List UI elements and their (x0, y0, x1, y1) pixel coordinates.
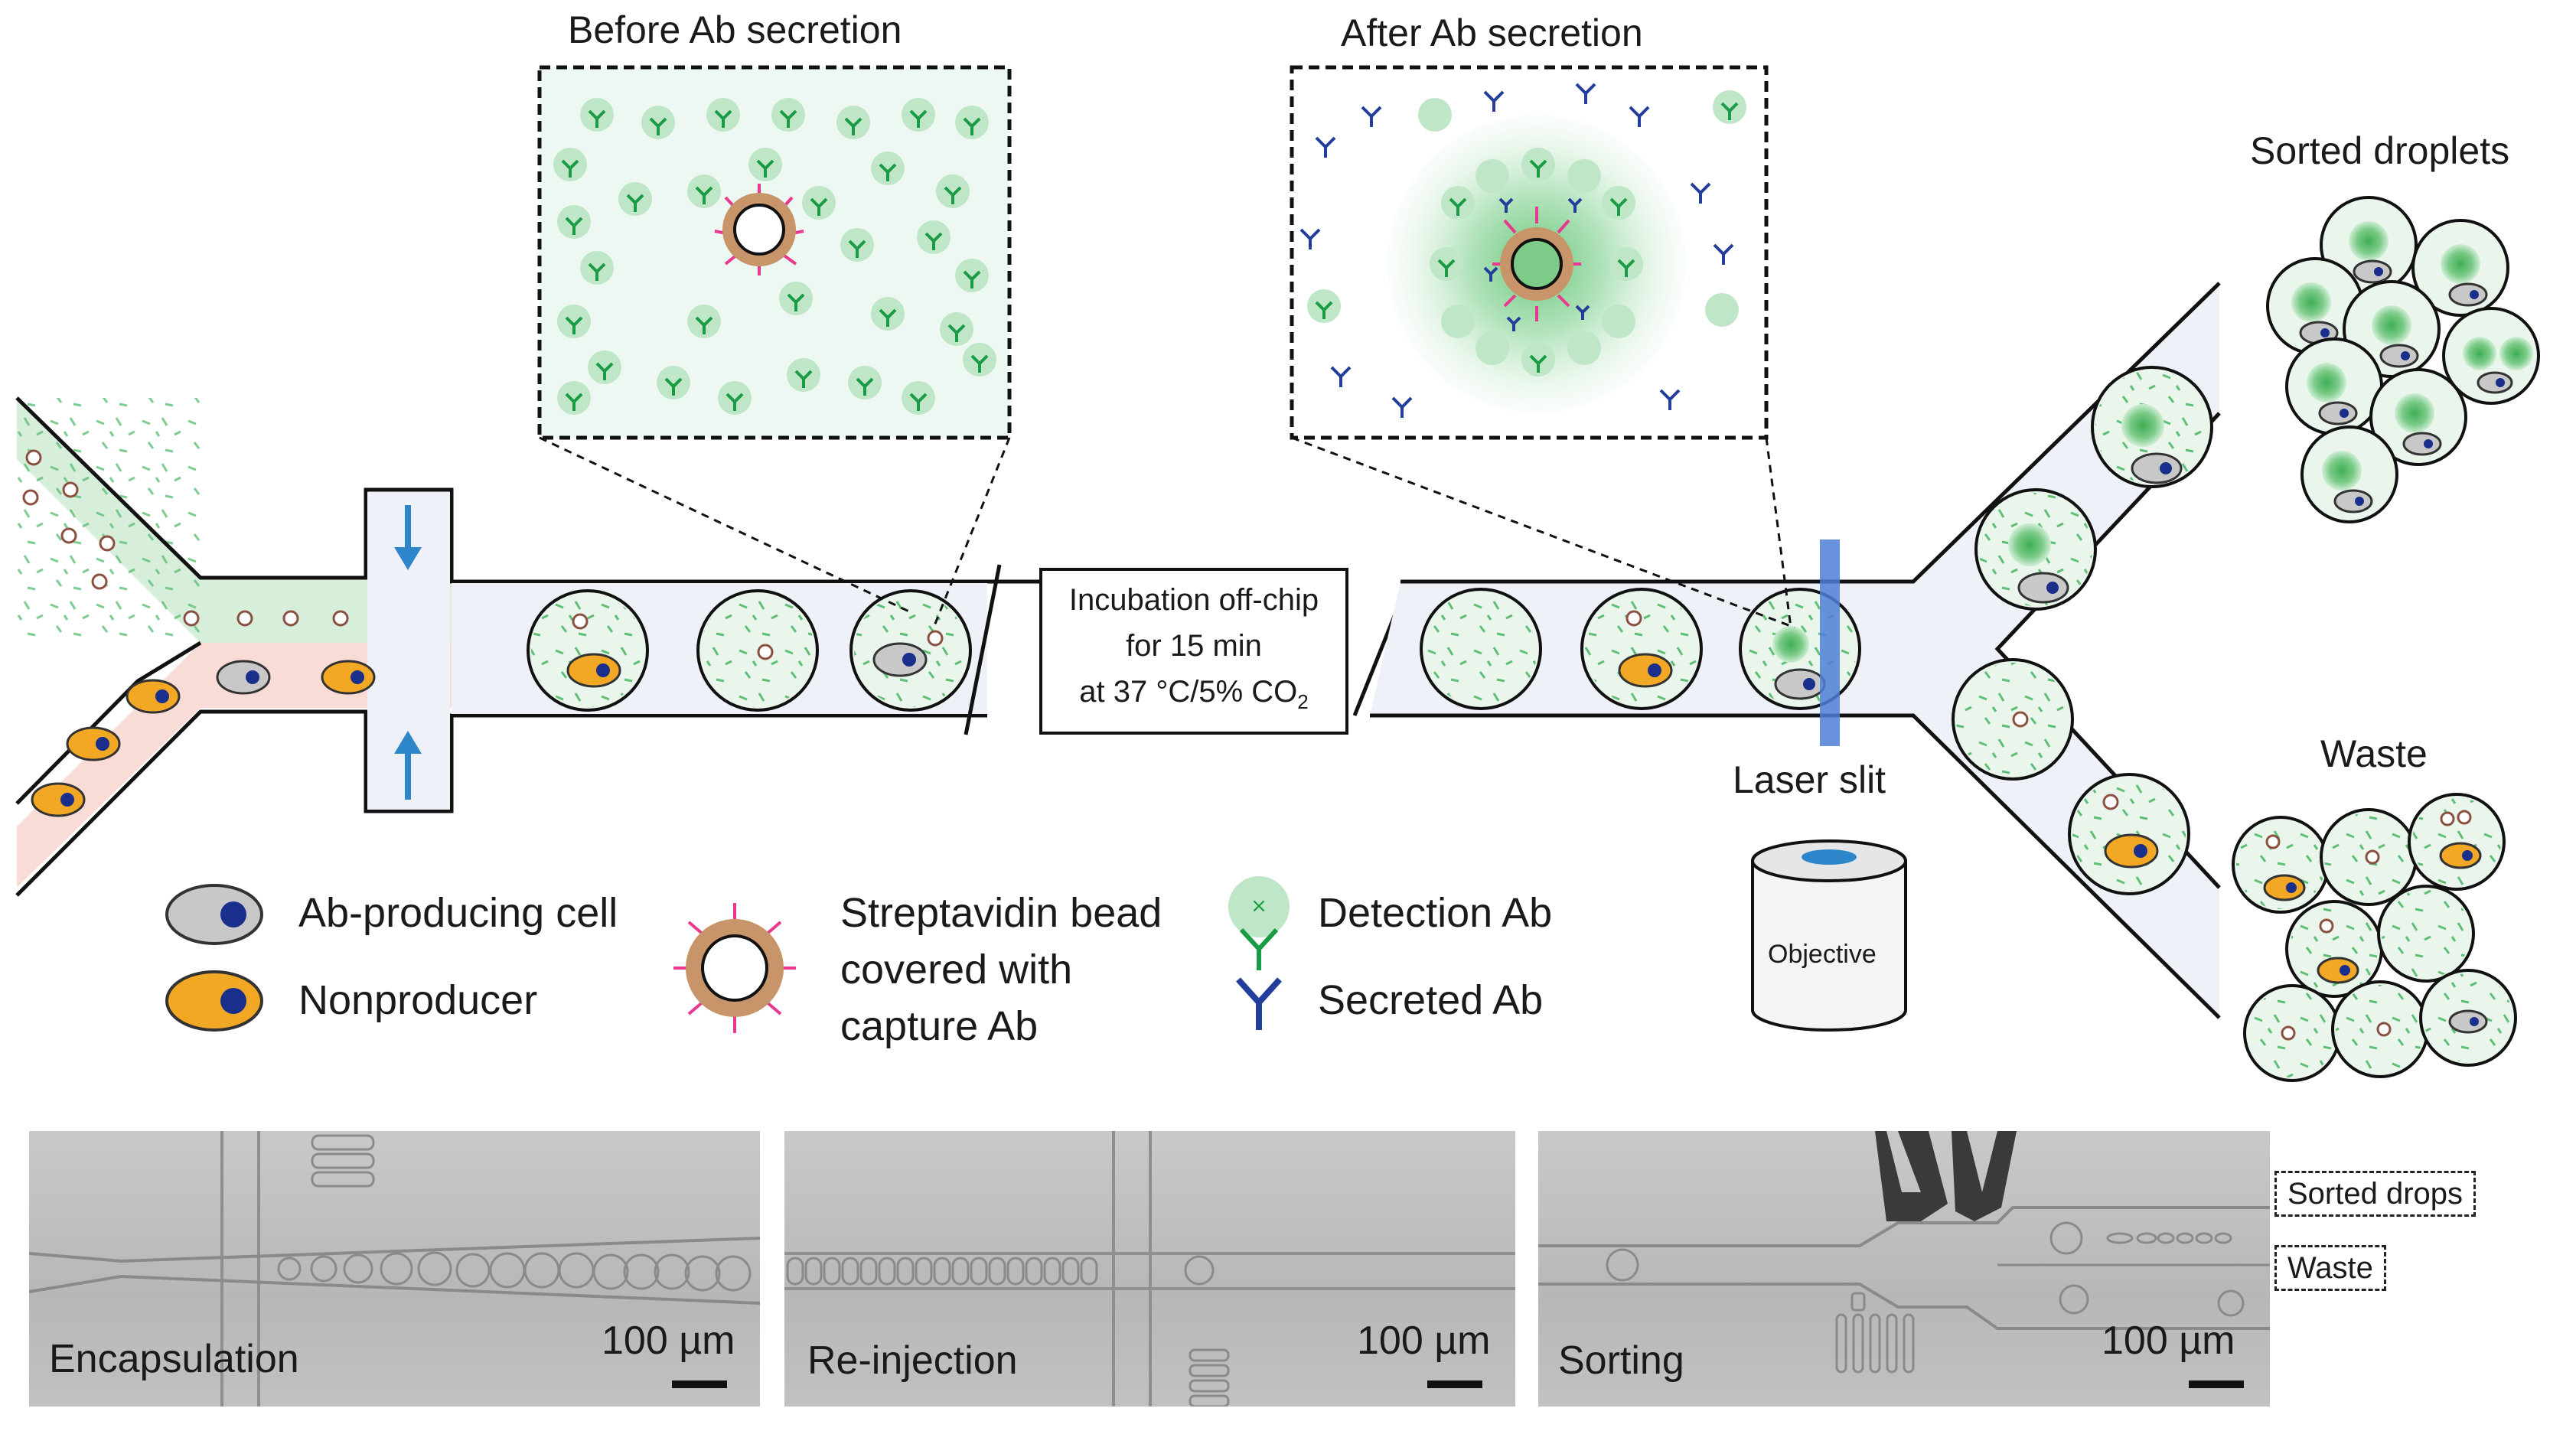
secreted-ab-icon (1236, 977, 1282, 1030)
after-inset (1290, 65, 1795, 629)
incubation-box: Incubation off-chip for 15 min at 37 °C/… (1039, 568, 1348, 735)
sorted-droplets-cluster (2266, 196, 2540, 523)
legend-detection-label: Detection Ab (1318, 890, 1553, 936)
legend-bead-line3: capture Ab (840, 1003, 1039, 1049)
legend-bead-line2: covered with (840, 947, 1073, 993)
bead-after (1492, 207, 1581, 321)
detection-ab-icon: × (1228, 876, 1290, 970)
bead-before (714, 184, 804, 275)
inlet-beads (22, 449, 349, 627)
sorted-droplets-title: Sorted droplets (2250, 129, 2510, 172)
waste-droplets-cluster (2232, 793, 2517, 1082)
encapsulation-scale-bar (672, 1380, 727, 1388)
svg-text:×: × (1251, 895, 1267, 918)
sorted-drops-outlet-label: Sorted drops (2274, 1171, 2477, 1217)
bead-icon (673, 903, 796, 1033)
micrograph-reinjection: Re-injection 100 µm (784, 1131, 1515, 1407)
legend-icons: × (165, 876, 1290, 1033)
laser-slit-label: Laser slit (1733, 758, 1886, 801)
reinjection-image (784, 1131, 1515, 1407)
legend-producer-label: Ab-producing cell (298, 890, 618, 936)
incubation-line2: for 15 min (1126, 629, 1262, 663)
legend-bead-line1: Streptavidin bead (840, 890, 1162, 936)
reinjection-label: Re-injection (807, 1338, 1018, 1383)
objective-label: Objective (1768, 940, 1877, 969)
reinjection-scale-label: 100 µm (1357, 1319, 1491, 1363)
waste-title: Waste (2320, 732, 2428, 775)
sorting-label: Sorting (1558, 1338, 1684, 1383)
reinjection-scale-bar (1427, 1380, 1482, 1388)
after-inset-title: After Ab secretion (1341, 11, 1643, 54)
nonproducer-cell-icon (165, 970, 263, 1032)
sorting-scale-label: 100 µm (2102, 1319, 2235, 1363)
inlet-cells (31, 660, 376, 817)
sorting-image (1538, 1131, 2270, 1374)
droplets-sorting (1420, 366, 2213, 895)
micrograph-encapsulation: Encapsulation 100 µm (29, 1131, 760, 1407)
laser-slit (1820, 539, 1840, 746)
encapsulation-image (29, 1131, 760, 1407)
sorting-scale-bar (2189, 1380, 2244, 1388)
legend-nonproducer-label: Nonproducer (298, 977, 538, 1023)
encapsulation-label: Encapsulation (49, 1337, 299, 1381)
waste-outlet-label: Waste (2274, 1245, 2386, 1291)
before-inset (537, 65, 1012, 628)
before-inset-title: Before Ab secretion (568, 8, 902, 51)
encapsulation-scale-label: 100 µm (602, 1319, 735, 1363)
incubation-line3: at 37 °C/5% CO2 (1079, 675, 1309, 713)
producer-cell-icon (165, 884, 263, 945)
incubation-line1: Incubation off-chip (1068, 583, 1319, 617)
micrograph-sorting: Sorting 100 µm (1538, 1131, 2270, 1407)
objective-icon (1751, 839, 1907, 1032)
legend-secreted-label: Secreted Ab (1318, 977, 1544, 1023)
droplets-after-encapsulation (527, 589, 972, 712)
